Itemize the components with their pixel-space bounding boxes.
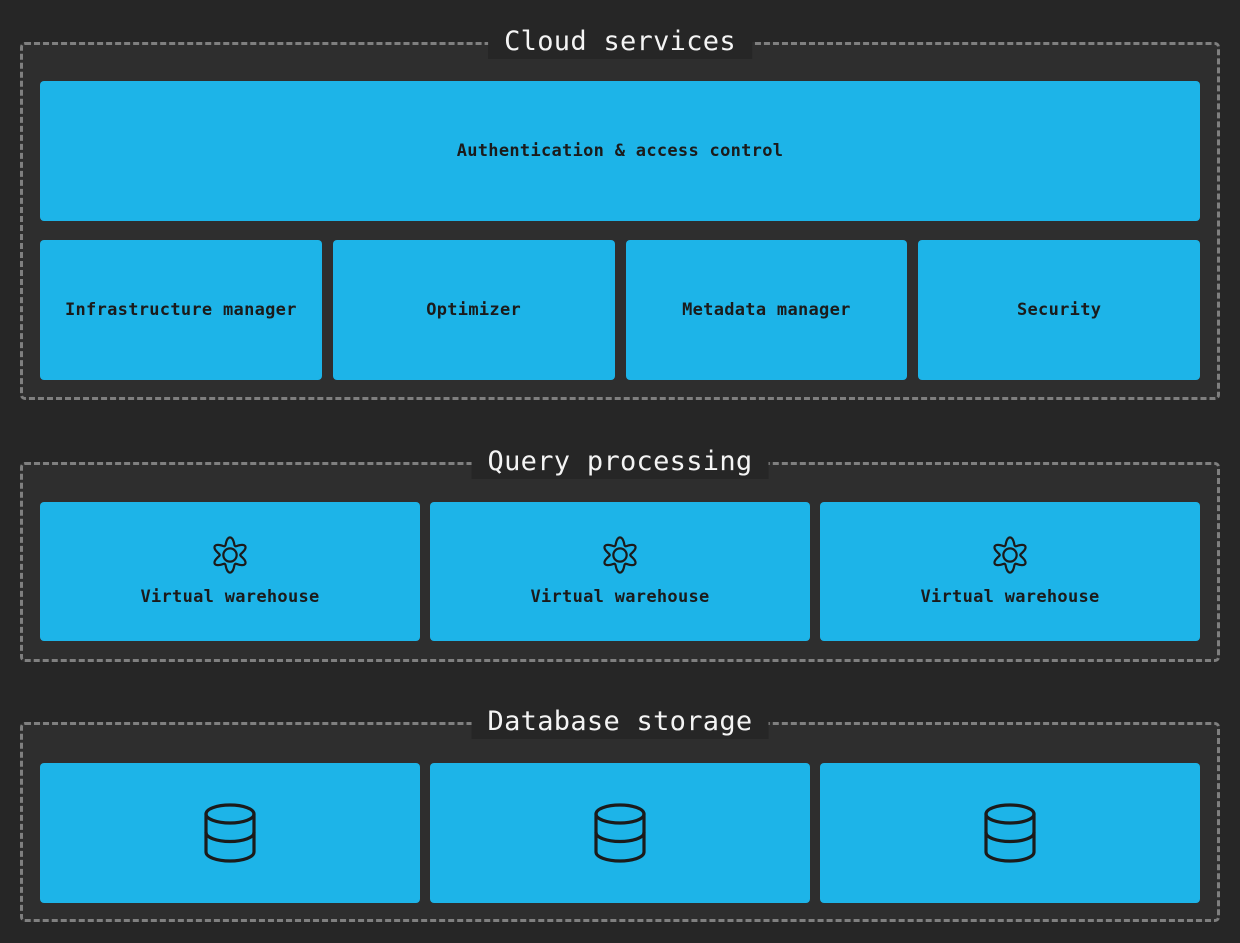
section-title: Cloud services — [488, 25, 752, 59]
node-virtual-warehouse: Virtual warehouse — [820, 502, 1200, 641]
database-icon — [982, 802, 1038, 864]
node-authentication-access-control: Authentication & access control — [40, 81, 1200, 221]
section-query-processing: Query processing Virtual warehouse — [20, 445, 1220, 662]
node-security: Security — [918, 240, 1200, 380]
row — [40, 763, 1200, 903]
database-icon — [592, 802, 648, 864]
node-virtual-warehouse: Virtual warehouse — [430, 502, 810, 641]
node-label: Infrastructure manager — [64, 300, 297, 320]
node-virtual-warehouse: Virtual warehouse — [40, 502, 420, 641]
gear-icon — [991, 536, 1029, 574]
node-metadata-manager: Metadata manager — [625, 240, 908, 380]
section-cloud-services: Cloud services Authentication & access c… — [20, 25, 1220, 400]
row: Infrastructure manager Optimizer Metadat… — [40, 240, 1200, 380]
node-label: Virtual warehouse — [140, 587, 320, 607]
node-database — [40, 763, 420, 903]
node-label: Virtual warehouse — [530, 587, 710, 607]
node-label: Optimizer — [426, 300, 522, 320]
section-database-storage: Database storage — [20, 705, 1220, 922]
node-label: Security — [1016, 300, 1102, 320]
gear-icon — [211, 536, 249, 574]
section-title: Query processing — [471, 445, 769, 479]
node-label: Authentication & access control — [456, 141, 784, 161]
node-optimizer: Optimizer — [332, 240, 615, 380]
node-label: Metadata manager — [682, 300, 851, 320]
gear-icon — [601, 536, 639, 574]
row: Authentication & access control — [40, 81, 1200, 221]
row: Virtual warehouse Virtual warehouse — [40, 502, 1200, 641]
node-database — [820, 763, 1200, 903]
node-label: Virtual warehouse — [920, 587, 1100, 607]
node-infrastructure-manager: Infrastructure manager — [40, 240, 322, 380]
database-icon — [202, 802, 258, 864]
section-title: Database storage — [471, 705, 769, 739]
node-database — [430, 763, 810, 903]
